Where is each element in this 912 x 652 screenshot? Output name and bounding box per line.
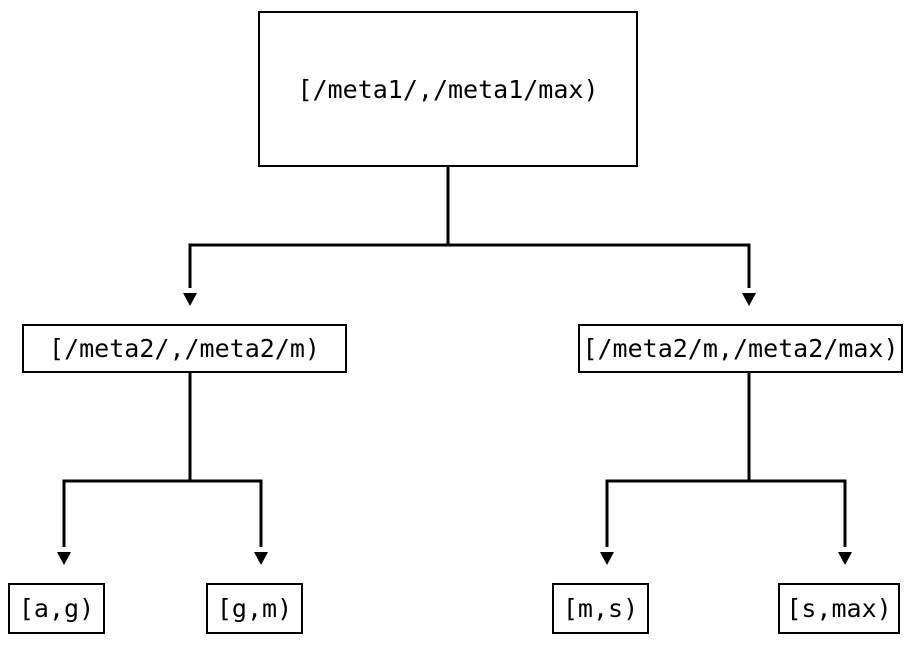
tree-node-leaf-ms-label: [m,s) xyxy=(562,594,639,623)
edge-mid-left-to-leaf-gm xyxy=(188,373,268,565)
tree-node-leaf-ag-label: [a,g) xyxy=(18,594,95,623)
tree-node-leaf-gm: [g,m) xyxy=(206,583,303,634)
tree-node-mid-right: [/meta2/m,/meta2/max) xyxy=(578,324,903,373)
tree-node-mid-right-label: [/meta2/m,/meta2/max) xyxy=(582,334,899,363)
tree-node-leaf-gm-label: [g,m) xyxy=(216,594,293,623)
tree-node-leaf-ms: [m,s) xyxy=(552,583,649,634)
arrowhead-icon xyxy=(254,552,268,565)
arrowhead-icon xyxy=(742,293,756,306)
arrowhead-icon xyxy=(838,552,852,565)
edge-mid-left-to-leaf-ag xyxy=(57,373,192,565)
tree-node-root: [/meta1/,/meta1/max) xyxy=(258,11,638,167)
arrowhead-icon xyxy=(57,552,71,565)
tree-node-root-label: [/meta1/,/meta1/max) xyxy=(297,74,599,104)
edge-mid-right-to-leaf-smax xyxy=(747,373,852,565)
tree-node-mid-left: [/meta2/,/meta2/m) xyxy=(22,324,347,373)
tree-node-leaf-smax-label: [s,max) xyxy=(786,594,892,623)
edge-root-to-mid-right xyxy=(446,167,756,306)
tree-node-leaf-smax: [s,max) xyxy=(778,583,900,634)
tree-node-leaf-ag: [a,g) xyxy=(8,583,105,634)
arrowhead-icon xyxy=(183,293,197,306)
edge-root-to-mid-left xyxy=(183,167,450,306)
arrowhead-icon xyxy=(600,552,614,565)
edge-mid-right-to-leaf-ms xyxy=(600,373,751,565)
tree-node-mid-left-label: [/meta2/,/meta2/m) xyxy=(49,334,320,363)
